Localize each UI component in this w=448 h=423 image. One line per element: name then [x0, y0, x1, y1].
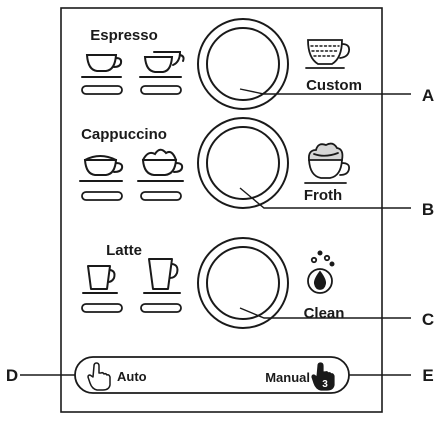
espresso-dial-inner [206, 27, 280, 101]
auto-hand-icon[interactable] [87, 362, 111, 391]
clean-drop-icon [307, 250, 335, 294]
espresso-single-button[interactable] [81, 85, 123, 95]
callout-a-leader [239, 88, 411, 95]
clean-label: Clean [304, 305, 345, 322]
cappuccino-double-button[interactable] [140, 191, 182, 201]
cappuccino-dial-outer[interactable] [197, 117, 289, 209]
cappuccino-single-cup-icon [79, 155, 124, 182]
custom-cup-icon [305, 39, 351, 69]
panel-frame [60, 7, 383, 413]
callout-b-letter: B [422, 200, 434, 219]
callout-e-letter: E [422, 366, 433, 385]
auto-label[interactable]: Auto [117, 369, 147, 384]
callout-a-letter: A [422, 86, 434, 105]
callout-c-leader [239, 307, 411, 319]
latte-title: Latte [106, 242, 142, 259]
callout-d-letter: D [6, 366, 18, 385]
latte-dial-outer[interactable] [197, 237, 289, 329]
manual-hand-icon[interactable]: 3 [311, 362, 335, 391]
custom-label: Custom [306, 77, 362, 94]
latte-double-button[interactable] [140, 303, 182, 313]
latte-double-glass-icon [143, 258, 181, 294]
espresso-single-cup-icon [81, 54, 123, 78]
froth-label: Froth [304, 187, 342, 204]
cappuccino-single-button[interactable] [81, 191, 123, 201]
espresso-double-cup-icon [139, 51, 185, 78]
froth-cup-icon [304, 142, 351, 184]
cappuccino-title: Cappuccino [81, 126, 167, 143]
cappuccino-double-cup-icon [137, 148, 184, 182]
cappuccino-dial-inner [206, 126, 280, 200]
manual-label[interactable]: Manual [265, 370, 310, 385]
latte-single-button[interactable] [81, 303, 123, 313]
espresso-double-button[interactable] [140, 85, 182, 95]
latte-dial-inner [206, 246, 280, 320]
manual-badge: 3 [322, 379, 328, 390]
espresso-title: Espresso [90, 27, 158, 44]
latte-single-glass-icon [82, 265, 118, 294]
callout-b-leader [239, 187, 411, 209]
callout-c-letter: C [422, 310, 434, 329]
espresso-dial-outer[interactable] [197, 18, 289, 110]
